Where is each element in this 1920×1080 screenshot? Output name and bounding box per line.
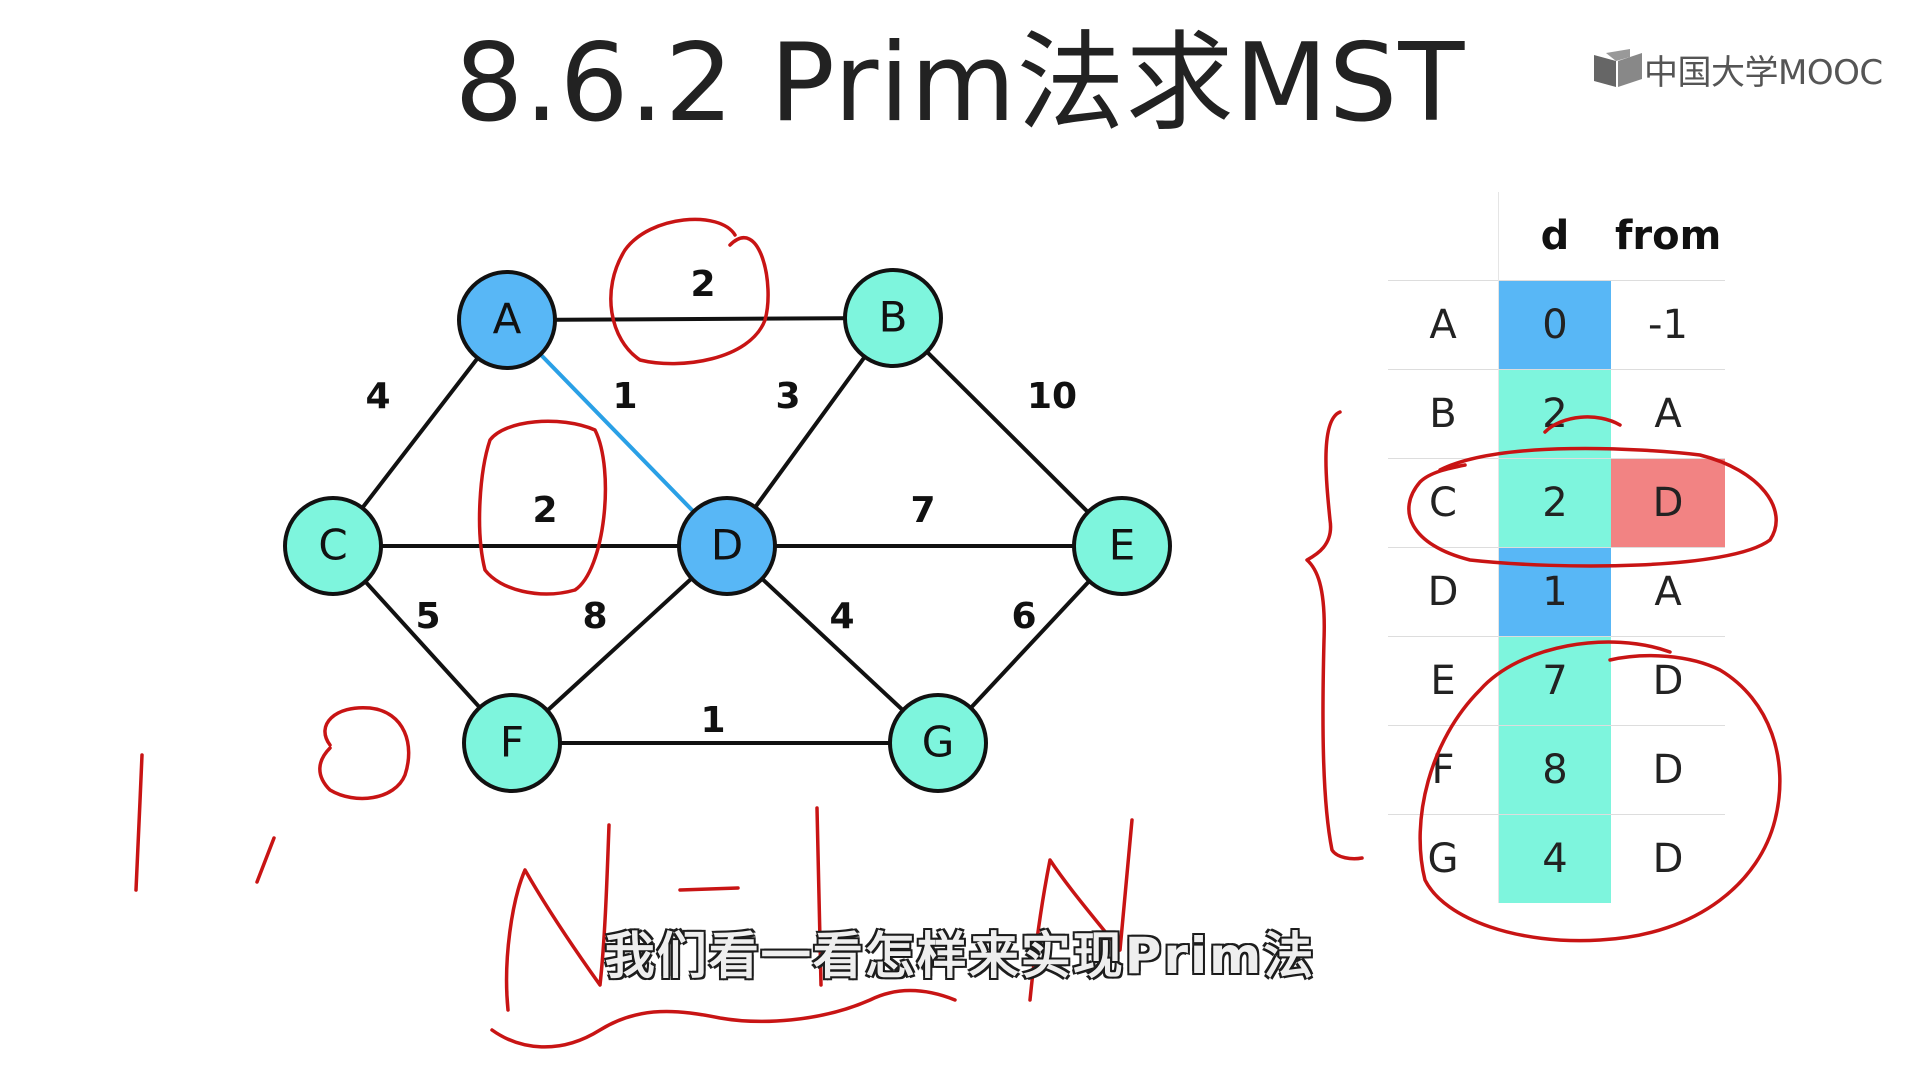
table-header-row: d from xyxy=(1388,192,1725,281)
header-from: from xyxy=(1615,213,1722,259)
vertex-cell: A xyxy=(1388,280,1499,370)
logo-text: 中国大学MOOC xyxy=(1644,52,1883,93)
edge-a-d xyxy=(505,318,729,548)
node-f: F xyxy=(462,693,562,793)
vertex-cell: F xyxy=(1388,725,1499,815)
header-vertex xyxy=(1388,192,1499,281)
mooc-logo: 中国大学MOOC xyxy=(1592,46,1883,93)
edge-weight-a-b: 2 xyxy=(690,264,715,305)
from-cell: D xyxy=(1611,814,1725,903)
d-cell: 0 xyxy=(1498,280,1611,370)
node-label-c: C xyxy=(318,521,347,570)
from-cell: D xyxy=(1611,636,1725,726)
node-label-d: D xyxy=(711,521,743,570)
node-circle-a xyxy=(457,270,557,370)
node-circle-f xyxy=(462,693,562,793)
node-label-e: E xyxy=(1109,521,1136,570)
from-cell: D xyxy=(1611,458,1725,548)
edge-weight-d-e: 7 xyxy=(910,490,935,531)
edge-weight-a-d: 1 xyxy=(612,376,637,417)
edge-weight-a-c: 4 xyxy=(365,376,390,417)
vertex-cell: D xyxy=(1388,547,1499,637)
d-cell: 2 xyxy=(1498,369,1611,459)
d-cell: 8 xyxy=(1498,725,1611,815)
node-circle-d xyxy=(677,496,777,596)
vertex-cell: C xyxy=(1388,458,1499,548)
header-d: d xyxy=(1498,192,1611,281)
node-circle-g xyxy=(888,693,988,793)
node-circle-c xyxy=(283,496,383,596)
d-cell: 4 xyxy=(1498,814,1611,903)
node-label-f: F xyxy=(500,718,524,767)
node-c: C xyxy=(283,496,383,596)
video-subtitle: 我们看一看怎样来实现Prim法 xyxy=(604,927,1316,985)
d-cell: 1 xyxy=(1498,547,1611,637)
edge-weight-d-f: 8 xyxy=(582,596,607,637)
d-cell: 7 xyxy=(1498,636,1611,726)
edge-b-e xyxy=(891,316,1124,548)
node-b: B xyxy=(843,268,943,368)
vertex-cell: E xyxy=(1388,636,1499,726)
node-e: E xyxy=(1072,496,1172,596)
node-g: G xyxy=(888,693,988,793)
book-icon xyxy=(1594,49,1642,87)
d-cell: 2 xyxy=(1498,458,1611,548)
edge-weight-f-g: 1 xyxy=(700,700,725,741)
from-cell: A xyxy=(1611,547,1725,637)
slide-title: 8.6.2 Prim法求MST xyxy=(454,21,1466,146)
vertex-cell: G xyxy=(1388,814,1499,903)
vertex-cell: B xyxy=(1388,369,1499,459)
edge-weight-b-e: 10 xyxy=(1027,376,1077,417)
edge-weight-c-f: 5 xyxy=(415,596,440,637)
node-circle-b xyxy=(843,268,943,368)
node-label-b: B xyxy=(879,293,908,342)
edge-weight-c-d: 2 xyxy=(532,490,557,531)
from-cell: A xyxy=(1611,369,1725,459)
from-cell: D xyxy=(1611,725,1725,815)
node-label-a: A xyxy=(493,295,522,344)
edge-weight-e-g: 6 xyxy=(1011,596,1036,637)
node-circle-e xyxy=(1072,496,1172,596)
edge-weight-d-g: 4 xyxy=(829,596,854,637)
node-a: A xyxy=(457,270,557,370)
node-label-g: G xyxy=(922,718,955,767)
edge-a-b xyxy=(506,316,894,322)
edge-weight-b-d: 3 xyxy=(775,376,800,417)
node-d: D xyxy=(677,496,777,596)
from-cell: -1 xyxy=(1611,280,1725,370)
